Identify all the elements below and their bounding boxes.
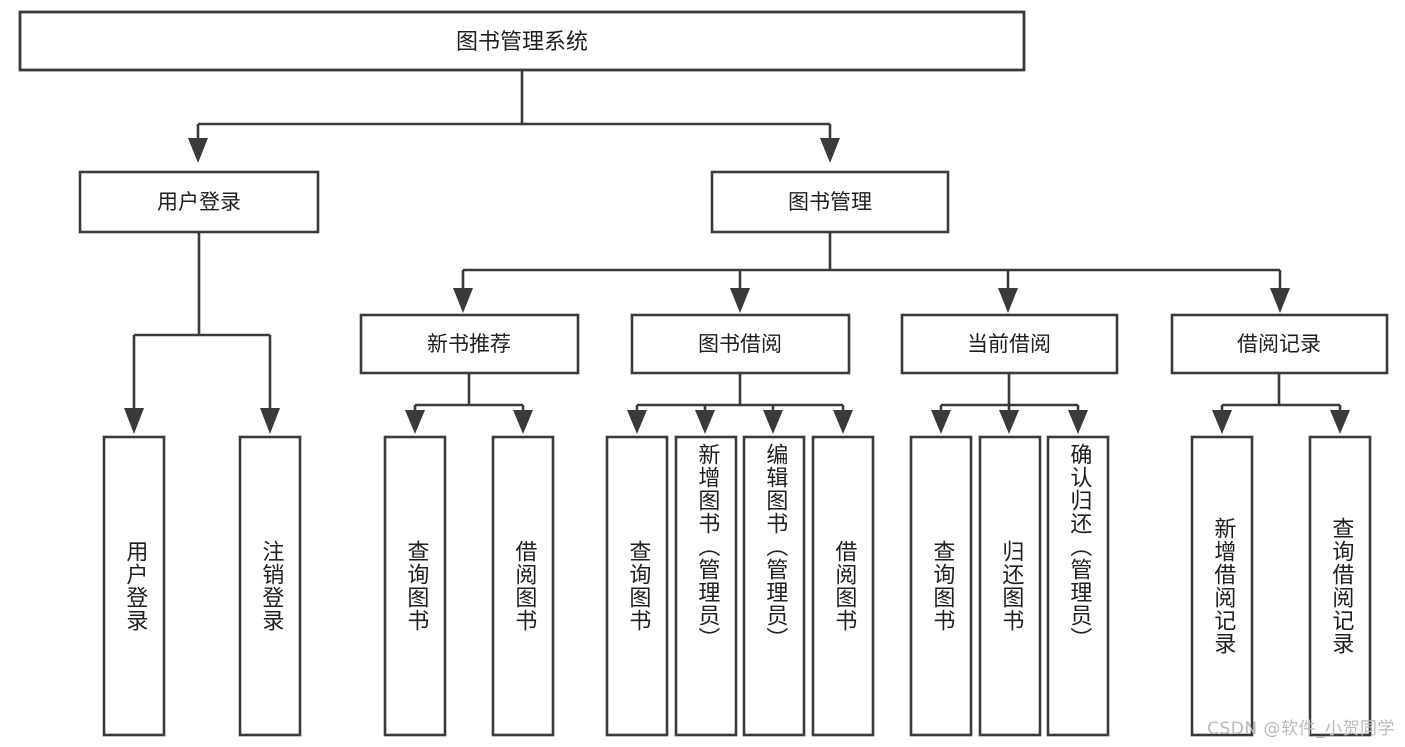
- node-root-book-management-system[interactable]: [18, 10, 1026, 72]
- node-current-borrow-label: 当前借阅: [967, 332, 1051, 356]
- node-leaf-query-record[interactable]: [1308, 435, 1372, 737]
- node-book-management[interactable]: [710, 170, 950, 234]
- arrow-to-leaf-user-logout: [260, 408, 280, 434]
- node-book-management-label: 图书管理: [788, 190, 872, 214]
- node-new-book-recommend-label: 新书推荐: [427, 332, 511, 356]
- node-leaf-add-book[interactable]: [674, 435, 738, 737]
- arrow-to-leaf-add-record: [1212, 410, 1232, 434]
- arrow-to-new-book-recommend: [453, 288, 473, 313]
- node-new-book-recommend[interactable]: [359, 313, 580, 375]
- node-current-borrow[interactable]: [900, 313, 1119, 375]
- arrow-to-leaf-query-book-1: [405, 410, 425, 434]
- node-root-label: 图书管理系统: [456, 30, 588, 55]
- node-borrow-record[interactable]: [1170, 313, 1389, 375]
- node-leaf-borrow-book-2[interactable]: [811, 435, 875, 737]
- arrow-to-leaf-query-book-3: [931, 410, 951, 434]
- node-leaf-return-book[interactable]: [978, 435, 1042, 737]
- node-leaf-borrow-book-1[interactable]: [491, 435, 555, 737]
- node-leaf-confirm-return[interactable]: [1046, 435, 1110, 737]
- arrow-to-leaf-query-record: [1330, 410, 1350, 434]
- arrow-to-leaf-query-book-2: [627, 410, 647, 434]
- arrow-to-leaf-borrow-book-1: [513, 410, 533, 434]
- arrow-to-leaf-confirm-return: [1068, 410, 1088, 434]
- arrow-to-leaf-return-book: [999, 410, 1019, 434]
- arrow-to-borrow-record: [1270, 288, 1290, 313]
- arrow-to-current-borrow: [998, 288, 1018, 313]
- node-book-borrow-label: 图书借阅: [698, 332, 782, 356]
- node-leaf-edit-book[interactable]: [742, 435, 806, 737]
- node-borrow-record-label: 借阅记录: [1237, 332, 1321, 356]
- node-leaf-user-logout[interactable]: [238, 435, 302, 737]
- node-leaf-user-login[interactable]: [102, 435, 166, 737]
- node-book-borrow[interactable]: [630, 313, 851, 375]
- node-leaf-query-book-1[interactable]: [383, 435, 447, 737]
- node-user-login-label: 用户登录: [157, 190, 241, 214]
- node-leaf-add-record[interactable]: [1190, 435, 1254, 737]
- arrow-root-to-book-management: [820, 138, 840, 163]
- arrow-root-to-user-login: [188, 138, 208, 163]
- arrow-to-leaf-edit-book: [763, 410, 783, 434]
- arrow-to-leaf-add-book: [695, 410, 715, 434]
- node-leaf-query-book-3[interactable]: [909, 435, 973, 737]
- csdn-watermark: CSDN @软件_小贺同学: [1207, 719, 1395, 739]
- node-leaf-query-book-2[interactable]: [605, 435, 669, 737]
- arrow-to-book-borrow: [730, 288, 750, 313]
- arrow-to-leaf-user-login: [124, 408, 144, 434]
- arrow-to-leaf-borrow-book-2: [833, 410, 853, 434]
